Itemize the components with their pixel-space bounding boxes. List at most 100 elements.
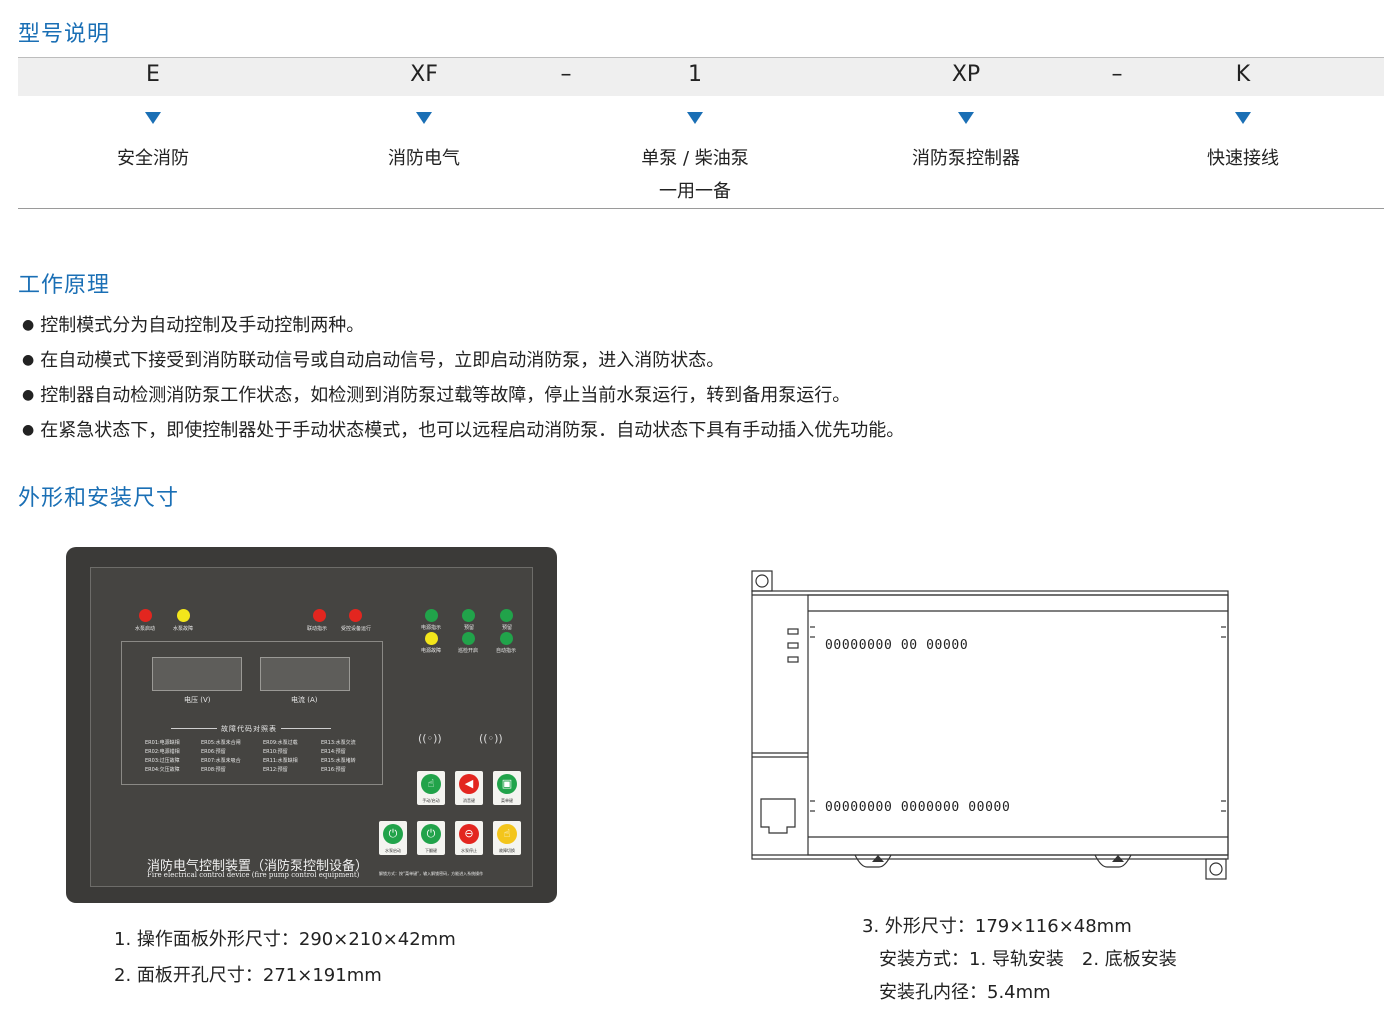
hand-icon: ☝ (497, 824, 517, 844)
panel-subtitle: Fire electrical control device (fire pum… (147, 871, 360, 879)
list-item: 控制模式分为自动控制及手动控制两种。 (22, 309, 904, 344)
power-icon: ⏻ (421, 824, 441, 844)
model-desc-xf: 消防电气 (388, 148, 460, 169)
button-label: 水泵停止 (461, 848, 477, 853)
fault-code: ER10:预留 (263, 749, 288, 755)
stop-icon: ⊖ (459, 824, 479, 844)
fault-code: ER13:水泵欠流 (321, 740, 356, 746)
led-red (139, 609, 152, 622)
button-label: 下翻键 (425, 848, 437, 853)
spec-install-method: 安装方式：1. 导轨安装 2. 底板安装 (879, 949, 1177, 970)
hand-icon: ☝ (421, 774, 441, 794)
fault-code: ER08:预留 (201, 767, 226, 773)
module-body (751, 590, 1229, 860)
down-arrow-icon (1235, 112, 1251, 124)
button-label: 手动/启动 (422, 798, 440, 803)
down-arrow-icon (958, 112, 974, 124)
display-frame (121, 641, 383, 785)
terminal-row-top: 00000000 00 00000 (825, 638, 968, 653)
down-arrow-icon (416, 112, 432, 124)
fault-code: ER02:电源错相 (145, 749, 180, 755)
list-item: 控制器自动检测消防泵工作状态，如检测到消防泵过载等故障，停止当前水泵运行，转到备… (22, 379, 904, 414)
fault-code: ER05:水泵未合闸 (201, 740, 241, 746)
current-screen (260, 657, 350, 691)
module-drawing: 00000000 00 00000 00000000 0000000 00000 (751, 570, 1229, 880)
down-arrow-icon (687, 112, 703, 124)
led-yellow (425, 632, 438, 645)
spec-panel-size: 1. 操作面板外形尺寸：290×210×42mm (114, 929, 456, 950)
clip-arrow-icon (1112, 855, 1124, 862)
fault-code: ER16:预留 (321, 767, 346, 773)
ethernet-port-icon (760, 798, 796, 834)
speaker-mute-icon: ◀ (459, 774, 479, 794)
menu-button: ▣ 菜单键 (493, 771, 521, 805)
model-desc-xp: 消防泵控制器 (912, 148, 1020, 169)
mute-button: ◀ 消音键 (455, 771, 483, 805)
mount-tab (751, 570, 773, 592)
list-item: 在紧急状态下，即使控制器处于手动状态模式，也可以远程启动消防泵．自动状态下具有手… (22, 414, 904, 449)
led-red (349, 609, 362, 622)
fault-code: ER07:水泵未吸合 (201, 758, 241, 764)
model-code: XF (410, 62, 438, 87)
mount-tab (1205, 858, 1227, 880)
fault-switch-button: ☝ 故障切换 (493, 821, 521, 855)
led-label: 联动指示 (307, 626, 328, 632)
down-arrow-icon (145, 112, 161, 124)
section-title-dimensions: 外形和安装尺寸 (18, 486, 180, 511)
terminal-block (807, 594, 1229, 856)
section-title-principle: 工作原理 (18, 273, 111, 298)
power-icon: ⏻ (383, 824, 403, 844)
button-label: 水泵启动 (385, 848, 401, 853)
button-label: 消音键 (463, 798, 475, 803)
fault-code: ER12:预留 (263, 767, 288, 773)
model-code-band (18, 57, 1384, 96)
led-label: 受控设备运行 (341, 626, 372, 632)
model-code: XP (951, 62, 981, 87)
pump-stop-button: ⊖ 水泵停止 (455, 821, 483, 855)
panel-footer: 解锁方式：按“菜单键”，输入解锁密码，方能进入系统操作 (379, 871, 484, 876)
led-label: 水泵故障 (173, 626, 194, 632)
fault-code: ER03:过压故障 (145, 758, 180, 764)
principle-list: 控制模式分为自动控制及手动控制两种。 在自动模式下接受到消防联动信号或自动启动信… (22, 309, 904, 449)
fault-code: ER11:水泵缺相 (263, 758, 298, 764)
current-label: 电流 (A) (291, 696, 318, 704)
clip-arrow-icon (872, 855, 884, 862)
page-down-button: ⏻ 下翻键 (417, 821, 445, 855)
led-label: 自动指示 (496, 648, 517, 654)
fault-table-title: 故障代码对照表 (217, 724, 281, 734)
panel-face: 水泵启动 水泵故障 联动指示 受控设备运行 电源指示 预留 预留 电源故障 巡检… (90, 567, 533, 887)
mount-hole-icon (1209, 862, 1223, 876)
led-green (500, 632, 513, 645)
fault-code: ER06:预留 (201, 749, 226, 755)
led-green (500, 609, 513, 622)
pump-start-button: ⏻ 水泵启动 (379, 821, 407, 855)
spec-hole-diameter: 安装孔内径：5.4mm (879, 982, 1051, 1003)
fault-code: ER09:水泵过载 (263, 740, 298, 746)
model-desc-1-line2: 一用一备 (658, 181, 731, 202)
led-label: 巡检开启 (458, 648, 479, 654)
wireless-icon: ((◦)) (418, 732, 442, 745)
led-label: 电源指示 (421, 625, 442, 631)
fault-code: ER04:欠压故障 (145, 767, 180, 773)
divider (18, 208, 1384, 209)
model-code: K (1235, 62, 1251, 87)
led-red (313, 609, 326, 622)
list-item: 在自动模式下接受到消防联动信号或自动启动信号，立即启动消防泵，进入消防状态。 (22, 344, 904, 379)
section-title-model: 型号说明 (18, 22, 111, 47)
led-label: 预留 (464, 625, 475, 631)
fault-code: ER15:水泵堵转 (321, 758, 356, 764)
mount-hole-icon (755, 574, 769, 588)
spec-module-size: 3. 外形尺寸：179×116×48mm (862, 916, 1132, 937)
led-green (462, 632, 475, 645)
voltage-label: 电压 (V) (184, 696, 211, 704)
control-panel-image: 水泵启动 水泵故障 联动指示 受控设备运行 电源指示 预留 预留 电源故障 巡检… (66, 547, 557, 903)
fault-code: ER01:电源缺相 (145, 740, 180, 746)
terminal-row-bottom: 00000000 0000000 00000 (825, 800, 1010, 815)
voltage-screen (152, 657, 242, 691)
model-desc-1-line1: 单泵 / 柴油泵 (641, 148, 749, 169)
model-desc-k: 快速接线 (1207, 148, 1279, 169)
led-yellow (177, 609, 190, 622)
led-label: 电源故障 (421, 648, 442, 654)
model-desc-e: 安全消防 (117, 148, 189, 169)
model-code: 1 (688, 62, 702, 87)
